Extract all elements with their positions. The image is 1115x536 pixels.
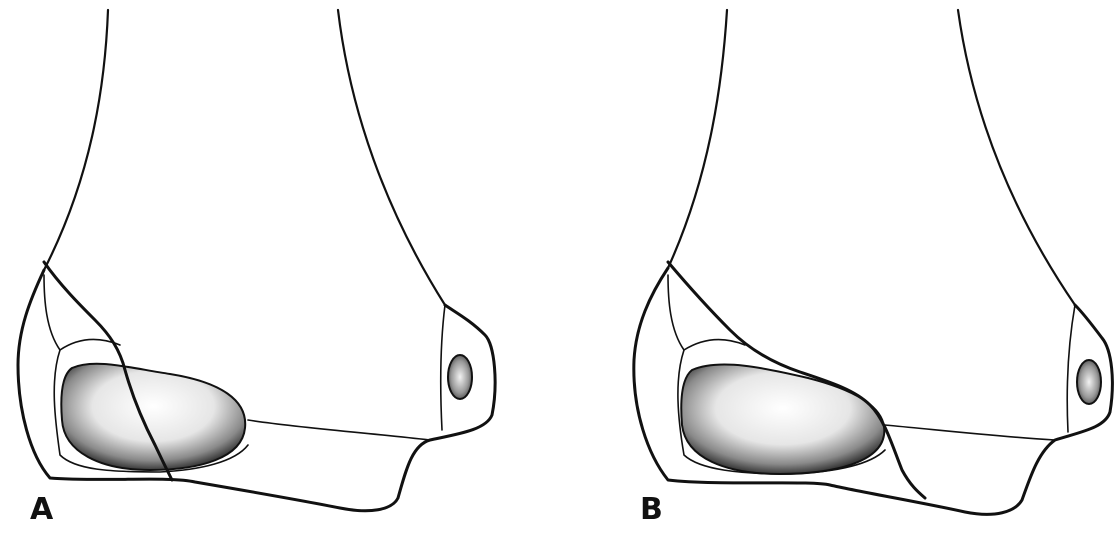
panel-label-a: A bbox=[30, 495, 53, 525]
panel-b-medial-line bbox=[1067, 305, 1075, 432]
panel-b-inner-top bbox=[684, 340, 745, 350]
panel-label-b: B bbox=[640, 495, 663, 525]
panel-a-drawing bbox=[18, 10, 495, 511]
panel-b-shaft-right bbox=[958, 10, 1075, 305]
panel-a-shaft-right bbox=[338, 10, 445, 305]
panel-a-lesion bbox=[61, 364, 245, 470]
panel-b-drawing bbox=[634, 10, 1113, 514]
panel-b-shaft-left bbox=[668, 10, 727, 268]
panel-a-small-oval bbox=[448, 355, 472, 399]
panel-a-medial-line bbox=[441, 305, 445, 430]
panel-b-lesion bbox=[681, 365, 884, 474]
panel-a-joint-line bbox=[248, 420, 430, 440]
panel-a-shaft-left bbox=[44, 10, 108, 270]
panel-b-small-oval bbox=[1077, 360, 1101, 404]
panel-b-joint-line bbox=[885, 425, 1055, 440]
